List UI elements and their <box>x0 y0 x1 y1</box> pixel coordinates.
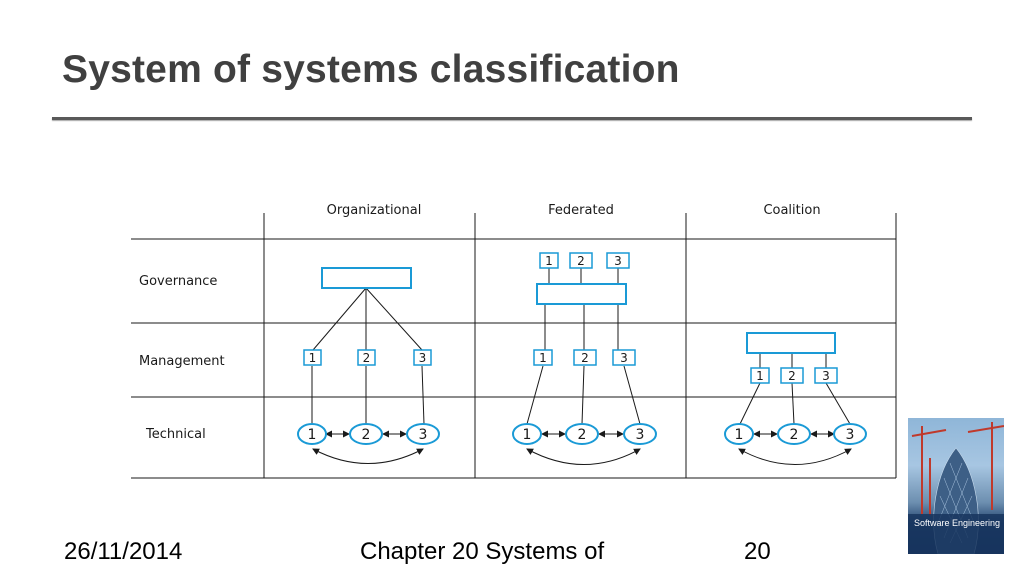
node-label: 2 <box>790 427 799 443</box>
node-label: 1 <box>523 427 532 443</box>
node-label: 1 <box>735 427 744 443</box>
book-cover-image: Software Engineering <box>908 418 1004 554</box>
box-label: 3 <box>620 351 628 365</box>
system-node-3 <box>406 423 440 445</box>
box-label: 1 <box>756 369 764 383</box>
governance-box-shared <box>746 332 836 354</box>
column-header-coalition: Coalition <box>763 203 820 218</box>
box-label: 2 <box>577 254 585 268</box>
grid-lines <box>131 213 897 479</box>
management-box-2 <box>357 349 376 366</box>
system-node-3 <box>833 423 867 445</box>
management-box-1 <box>533 349 553 366</box>
node-label: 1 <box>308 427 317 443</box>
title-divider <box>52 117 972 120</box>
system-node-1 <box>724 423 754 445</box>
system-node-1 <box>512 423 542 445</box>
box-label: 2 <box>788 369 796 383</box>
system-node-1 <box>297 423 327 445</box>
book-title: Software Engineering <box>914 518 1001 528</box>
row-header-technical: Technical <box>145 427 206 442</box>
node-label: 3 <box>846 427 855 443</box>
row-header-management: Management <box>139 354 225 369</box>
node-label: 3 <box>636 427 645 443</box>
box-label: 3 <box>419 351 427 365</box>
system-node-2 <box>777 423 811 445</box>
building-illustration <box>908 422 1004 554</box>
box-label: 1 <box>539 351 547 365</box>
system-node-2 <box>565 423 599 445</box>
box-label: 1 <box>309 351 317 365</box>
footer-date: 26/11/2014 <box>64 538 183 565</box>
row-header-governance: Governance <box>139 274 217 289</box>
node-label: 2 <box>578 427 587 443</box>
coalition-column: 1 2 3 1 2 3 <box>724 332 867 465</box>
system-node-3 <box>623 423 657 445</box>
management-box-2 <box>573 349 597 366</box>
box-label: 2 <box>363 351 371 365</box>
system-node-2 <box>349 423 383 445</box>
governance-box-shared <box>536 283 627 305</box>
column-header-organizational: Organizational <box>327 203 422 218</box>
box-label: 2 <box>581 351 589 365</box>
governance-box-2 <box>569 252 593 269</box>
management-box-3 <box>612 349 636 366</box>
box-label: 3 <box>822 369 830 383</box>
box-label: 3 <box>614 254 622 268</box>
column-header-federated: Federated <box>548 203 614 218</box>
governance-box <box>321 267 412 289</box>
management-box-3 <box>814 367 838 384</box>
organizational-column: 1 2 3 1 2 3 <box>297 267 440 464</box>
management-box-2 <box>780 367 804 384</box>
node-label: 2 <box>362 427 371 443</box>
node-label: 3 <box>419 427 428 443</box>
governance-box-3 <box>606 252 630 269</box>
management-box-1 <box>750 367 770 384</box>
management-box-3 <box>413 349 432 366</box>
federated-column: 1 2 3 1 2 3 1 2 3 <box>512 252 657 465</box>
footer-page-number: 20 <box>744 538 771 565</box>
management-box-1 <box>303 349 322 366</box>
slide-title: System of systems classification <box>62 48 680 91</box>
footer-chapter: Chapter 20 Systems of <box>360 538 605 565</box>
governance-box-1 <box>539 252 559 269</box>
box-label: 1 <box>545 254 553 268</box>
